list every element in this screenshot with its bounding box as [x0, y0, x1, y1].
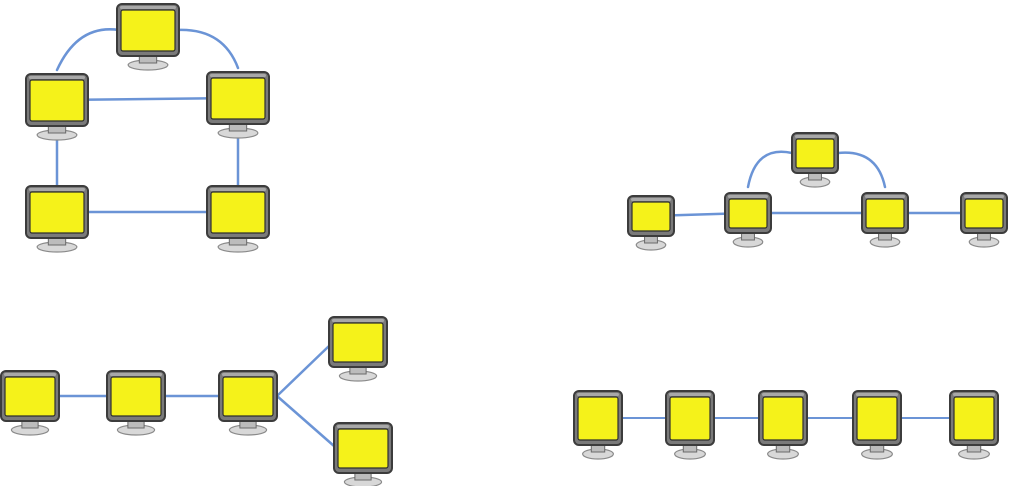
computer-monitor-icon	[861, 192, 909, 248]
network-link	[55, 28, 121, 72]
computer-monitor-icon	[25, 185, 89, 253]
computer-monitor-icon	[0, 370, 60, 436]
computer-monitor-icon	[960, 192, 1008, 248]
computer-monitor-icon	[852, 390, 902, 460]
computer-monitor-icon	[791, 132, 839, 188]
computer-monitor-icon	[206, 71, 270, 139]
network-link	[275, 344, 331, 398]
computer-monitor-icon	[206, 185, 270, 253]
computer-monitor-icon	[758, 390, 808, 460]
computer-monitor-icon	[333, 422, 393, 486]
network-link	[836, 151, 887, 189]
computer-monitor-icon	[328, 316, 388, 382]
node-layer	[0, 3, 1008, 486]
computer-monitor-icon	[949, 390, 999, 460]
computer-monitor-icon	[665, 390, 715, 460]
computer-monitor-icon	[218, 370, 278, 436]
computer-monitor-icon	[25, 73, 89, 141]
network-link	[175, 28, 240, 70]
computer-monitor-icon	[627, 195, 675, 251]
computer-monitor-icon	[106, 370, 166, 436]
network-link	[746, 150, 794, 189]
computer-monitor-icon	[116, 3, 180, 71]
network-link	[275, 394, 336, 448]
computer-monitor-icon	[573, 390, 623, 460]
computer-monitor-icon	[724, 192, 772, 248]
